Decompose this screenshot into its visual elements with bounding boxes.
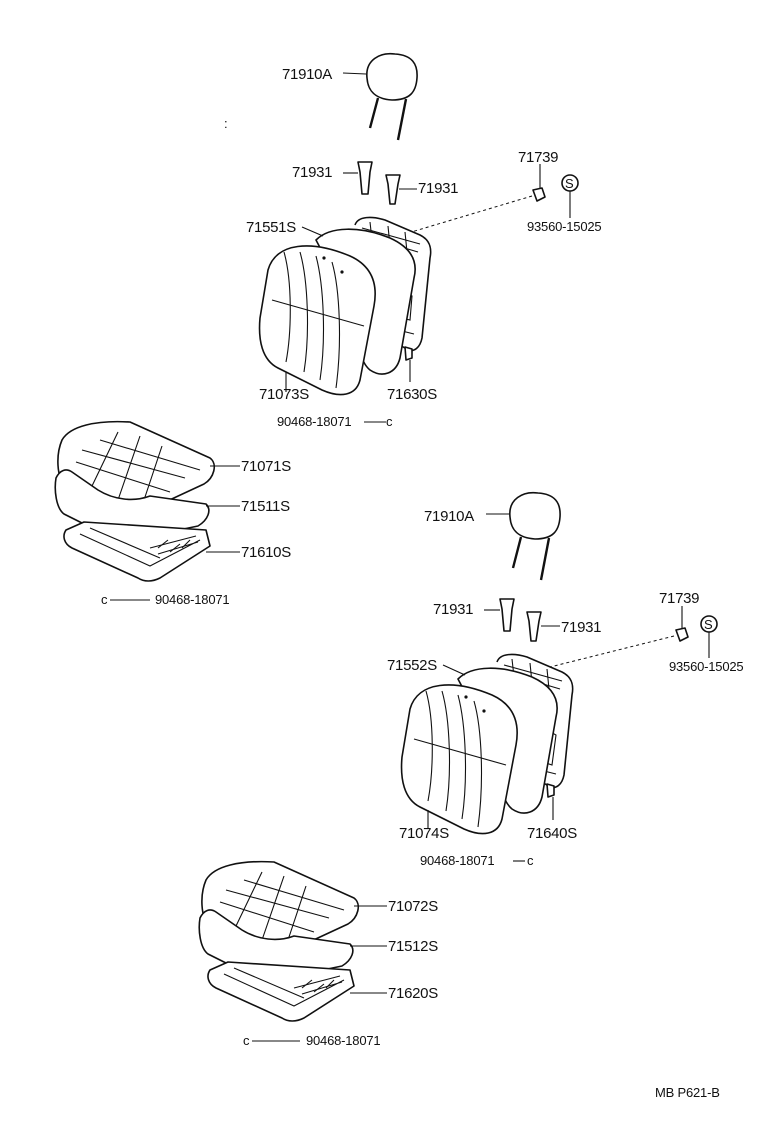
label-cushion-cover-1: 71511S — [241, 498, 290, 515]
upper-back-assembly: 71910A 71931 71931 S 71739 93560-15025 — [246, 52, 602, 429]
label-cushion-frame-1: 71610S — [241, 544, 291, 561]
label-cushion-pad-2: 71072S — [388, 898, 438, 915]
label-back-cover-1: 71551S — [246, 219, 296, 236]
label-headrest-2: 71910A — [424, 508, 474, 525]
back-pad-2 — [400, 684, 518, 835]
label-cushion-frame-2: 71620S — [388, 985, 438, 1002]
label-guide-1a: 71931 — [292, 164, 332, 181]
cushion-cover-1 — [54, 469, 240, 539]
label-clip-1: 71739 — [518, 149, 558, 166]
stray-mark: : — [224, 116, 227, 131]
headrest-guide-2a — [484, 598, 515, 632]
cushion-frame-2 — [207, 961, 387, 1022]
clip-2 — [675, 627, 689, 642]
label-hogring-3: 90468-18071 — [420, 853, 494, 868]
lower-back-assembly: 71910A 71931 71931 S 71739 93560-15025 — [387, 491, 744, 868]
upper-cushion-assembly: 71071S 71511S 71610S c 90468-18071 — [54, 420, 292, 607]
label-headrest-1: 71910A — [282, 66, 332, 83]
screw-symbol-2-text: S — [704, 617, 713, 632]
cushion-frame-1 — [63, 521, 240, 582]
label-clip-2: 71739 — [659, 590, 699, 607]
lower-cushion-assembly: 71072S 71512S 71620S c 90468-18071 — [198, 860, 439, 1048]
label-guide-2a: 71931 — [433, 601, 473, 618]
cushion-cover-2 — [198, 909, 387, 979]
label-cushion-cover-2: 71512S — [388, 938, 438, 955]
hogring-mark-4: c — [243, 1033, 250, 1048]
hogring-mark-3: c — [527, 853, 534, 868]
screw-symbol-1-text: S — [565, 176, 574, 191]
label-hogring-2: 90468-18071 — [155, 592, 229, 607]
label-back-pad-1: 71073S — [259, 386, 309, 403]
headrest-guide-1a — [343, 161, 373, 195]
label-back-frame-1: 71630S — [387, 386, 437, 403]
label-screw-2: 93560-15025 — [669, 659, 743, 674]
footer-code: MB P621-B — [655, 1085, 720, 1100]
headrest-guide-2b — [526, 611, 560, 642]
label-screw-1: 93560-15025 — [527, 219, 601, 234]
headrest-2 — [486, 491, 561, 581]
label-hogring-4: 90468-18071 — [306, 1033, 380, 1048]
back-pad-1 — [258, 245, 376, 396]
label-cushion-pad-1: 71071S — [241, 458, 291, 475]
label-back-frame-2: 71640S — [527, 825, 577, 842]
hogring-mark-2: c — [101, 592, 108, 607]
clip-1 — [532, 187, 546, 202]
headrest-guide-1b — [385, 174, 417, 205]
label-hogring-1: 90468-18071 — [277, 414, 351, 429]
label-guide-1b: 71931 — [418, 180, 458, 197]
hogring-mark-1: c — [386, 414, 393, 429]
label-back-cover-2: 71552S — [387, 657, 437, 674]
label-guide-2b: 71931 — [561, 619, 601, 636]
headrest-1 — [342, 52, 418, 141]
label-back-pad-2: 71074S — [399, 825, 449, 842]
